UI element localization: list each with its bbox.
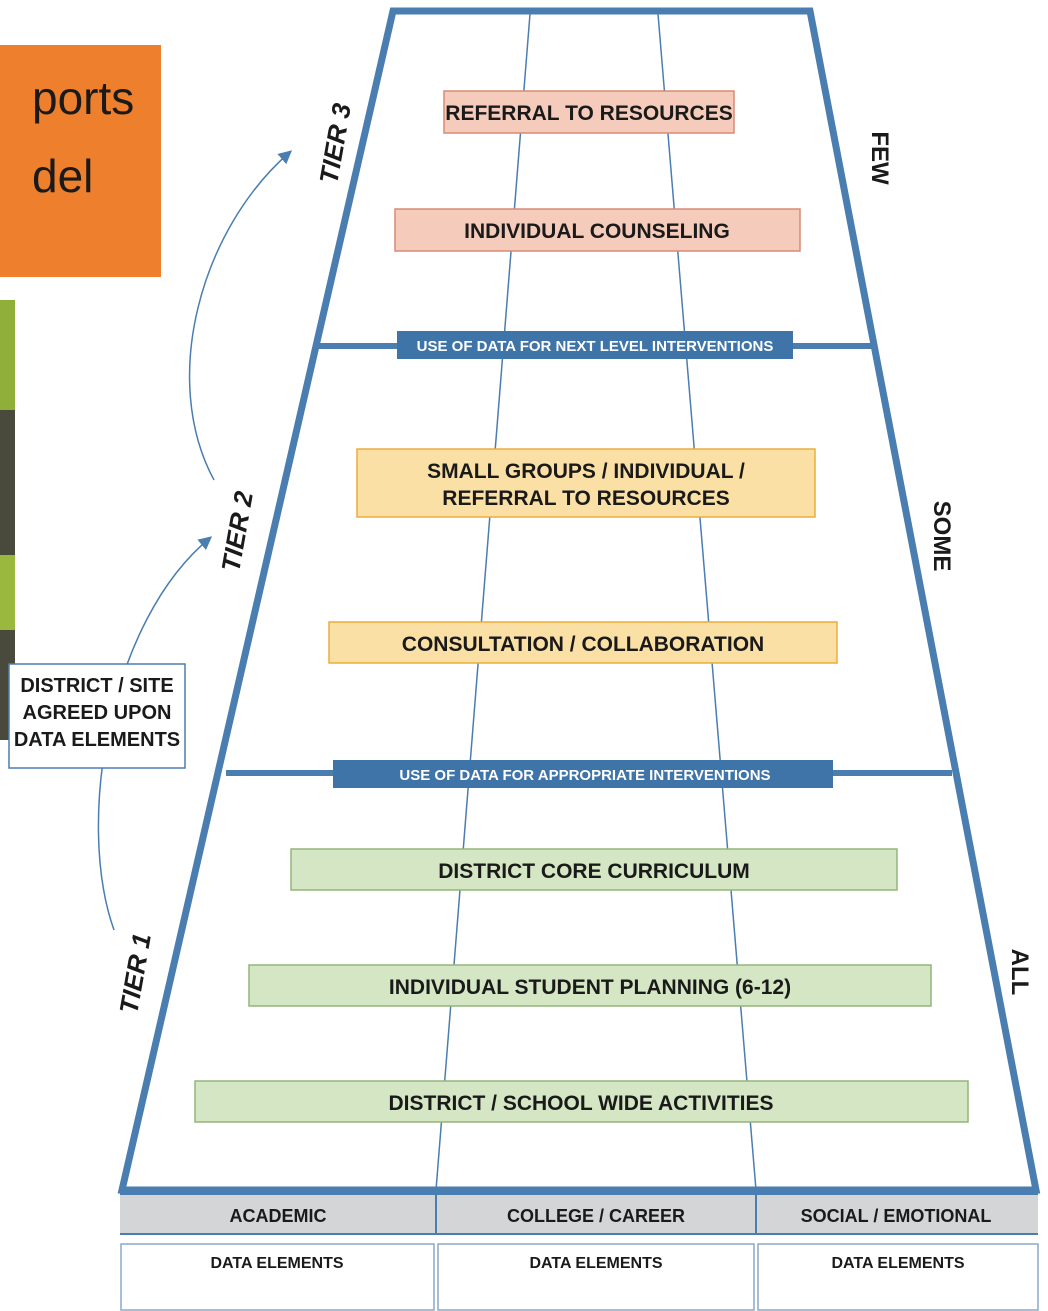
district-data-box: DISTRICT / SITE AGREED UPON DATA ELEMENT…	[8, 663, 186, 769]
domain-header-bg	[120, 1191, 1038, 1234]
tier3-items: REFERRAL TO RESOURCES INDIVIDUAL COUNSEL…	[394, 90, 801, 252]
consultation-box	[328, 621, 838, 664]
banner-next-level-bg	[397, 331, 793, 359]
tier1-items: DISTRICT CORE CURRICULUM INDIVIDUAL STUD…	[194, 848, 969, 1123]
arrow-tier2-to-tier3	[188, 150, 293, 481]
title-panel-bg	[0, 45, 161, 277]
tier2-label: TIER 2	[215, 488, 259, 573]
data-elements-social-label: DATA ELEMENTS	[831, 1255, 964, 1272]
school-wide-label: DISTRICT / SCHOOL WIDE ACTIVITIES	[388, 1092, 773, 1115]
side-label-all: ALL	[1006, 949, 1033, 996]
side-label-few: FEW	[866, 131, 893, 185]
district-line-1: DISTRICT / SITE	[20, 675, 173, 697]
divider-right	[657, 13, 757, 1191]
student-planning-label: INDIVIDUAL STUDENT PLANNING (6-12)	[389, 976, 791, 999]
referral-label: REFERRAL TO RESOURCES	[445, 102, 732, 125]
district-data-box-frame	[8, 663, 186, 769]
banner-next-level-text: USE OF DATA FOR NEXT LEVEL INTERVENTIONS	[417, 338, 774, 355]
side-label-some: SOME	[928, 501, 955, 572]
student-planning-box	[248, 964, 932, 1007]
data-elements-academic	[120, 1243, 435, 1311]
banner-appropriate: USE OF DATA FOR APPROPRIATE INTERVENTION…	[333, 760, 833, 788]
domain-college-career: COLLEGE / CAREER	[507, 1206, 685, 1226]
divider-left	[435, 13, 531, 1191]
district-line-2: AGREED UPON	[23, 702, 172, 724]
column-dividers	[435, 13, 757, 1191]
tier2-items: SMALL GROUPS / INDIVIDUAL / REFERRAL TO …	[328, 448, 838, 664]
individual-counseling-box	[394, 208, 801, 252]
title-panel: ports del	[0, 45, 161, 277]
domain-academic: ACADEMIC	[230, 1206, 327, 1226]
title-line-2: del	[32, 150, 93, 202]
data-elements-academic-label: DATA ELEMENTS	[210, 1255, 343, 1272]
pyramid-frame	[117, 7, 1041, 1194]
core-curriculum-box	[290, 848, 898, 891]
banner-appropriate-bg	[333, 760, 833, 788]
small-groups-label-line2: REFERRAL TO RESOURCES	[442, 487, 729, 510]
data-elements-social	[757, 1243, 1039, 1311]
photo-strip-green-mid	[0, 555, 15, 630]
data-elements-college	[437, 1243, 755, 1311]
domain-social-emotional: SOCIAL / EMOTIONAL	[801, 1206, 992, 1226]
data-elements-college-label: DATA ELEMENTS	[529, 1255, 662, 1272]
banner-appropriate-text: USE OF DATA FOR APPROPRIATE INTERVENTION…	[399, 767, 770, 784]
referral-box	[443, 90, 735, 134]
domain-header-row: ACADEMIC COLLEGE / CAREER SOCIAL / EMOTI…	[120, 1189, 1038, 1235]
small-groups-box	[356, 448, 816, 518]
consultation-label: CONSULTATION / COLLABORATION	[402, 633, 764, 656]
small-groups-label-line1: SMALL GROUPS / INDIVIDUAL /	[427, 460, 745, 483]
side-labels: FEW SOME ALL	[866, 131, 1033, 995]
data-elements-row: DATA ELEMENTS DATA ELEMENTS DATA ELEMENT…	[120, 1243, 1039, 1311]
individual-counseling-label: INDIVIDUAL COUNSELING	[464, 220, 730, 243]
banner-next-level: USE OF DATA FOR NEXT LEVEL INTERVENTIONS	[397, 331, 793, 359]
tier3-label: TIER 3	[313, 100, 357, 185]
title-line-1: ports	[32, 72, 134, 124]
photo-strip-green-top	[0, 300, 15, 410]
school-wide-box	[194, 1080, 969, 1123]
core-curriculum-label: DISTRICT CORE CURRICULUM	[438, 860, 749, 883]
district-line-3: DATA ELEMENTS	[14, 729, 180, 751]
tier1-label: TIER 1	[113, 931, 157, 1016]
cropped-photo	[0, 300, 15, 740]
